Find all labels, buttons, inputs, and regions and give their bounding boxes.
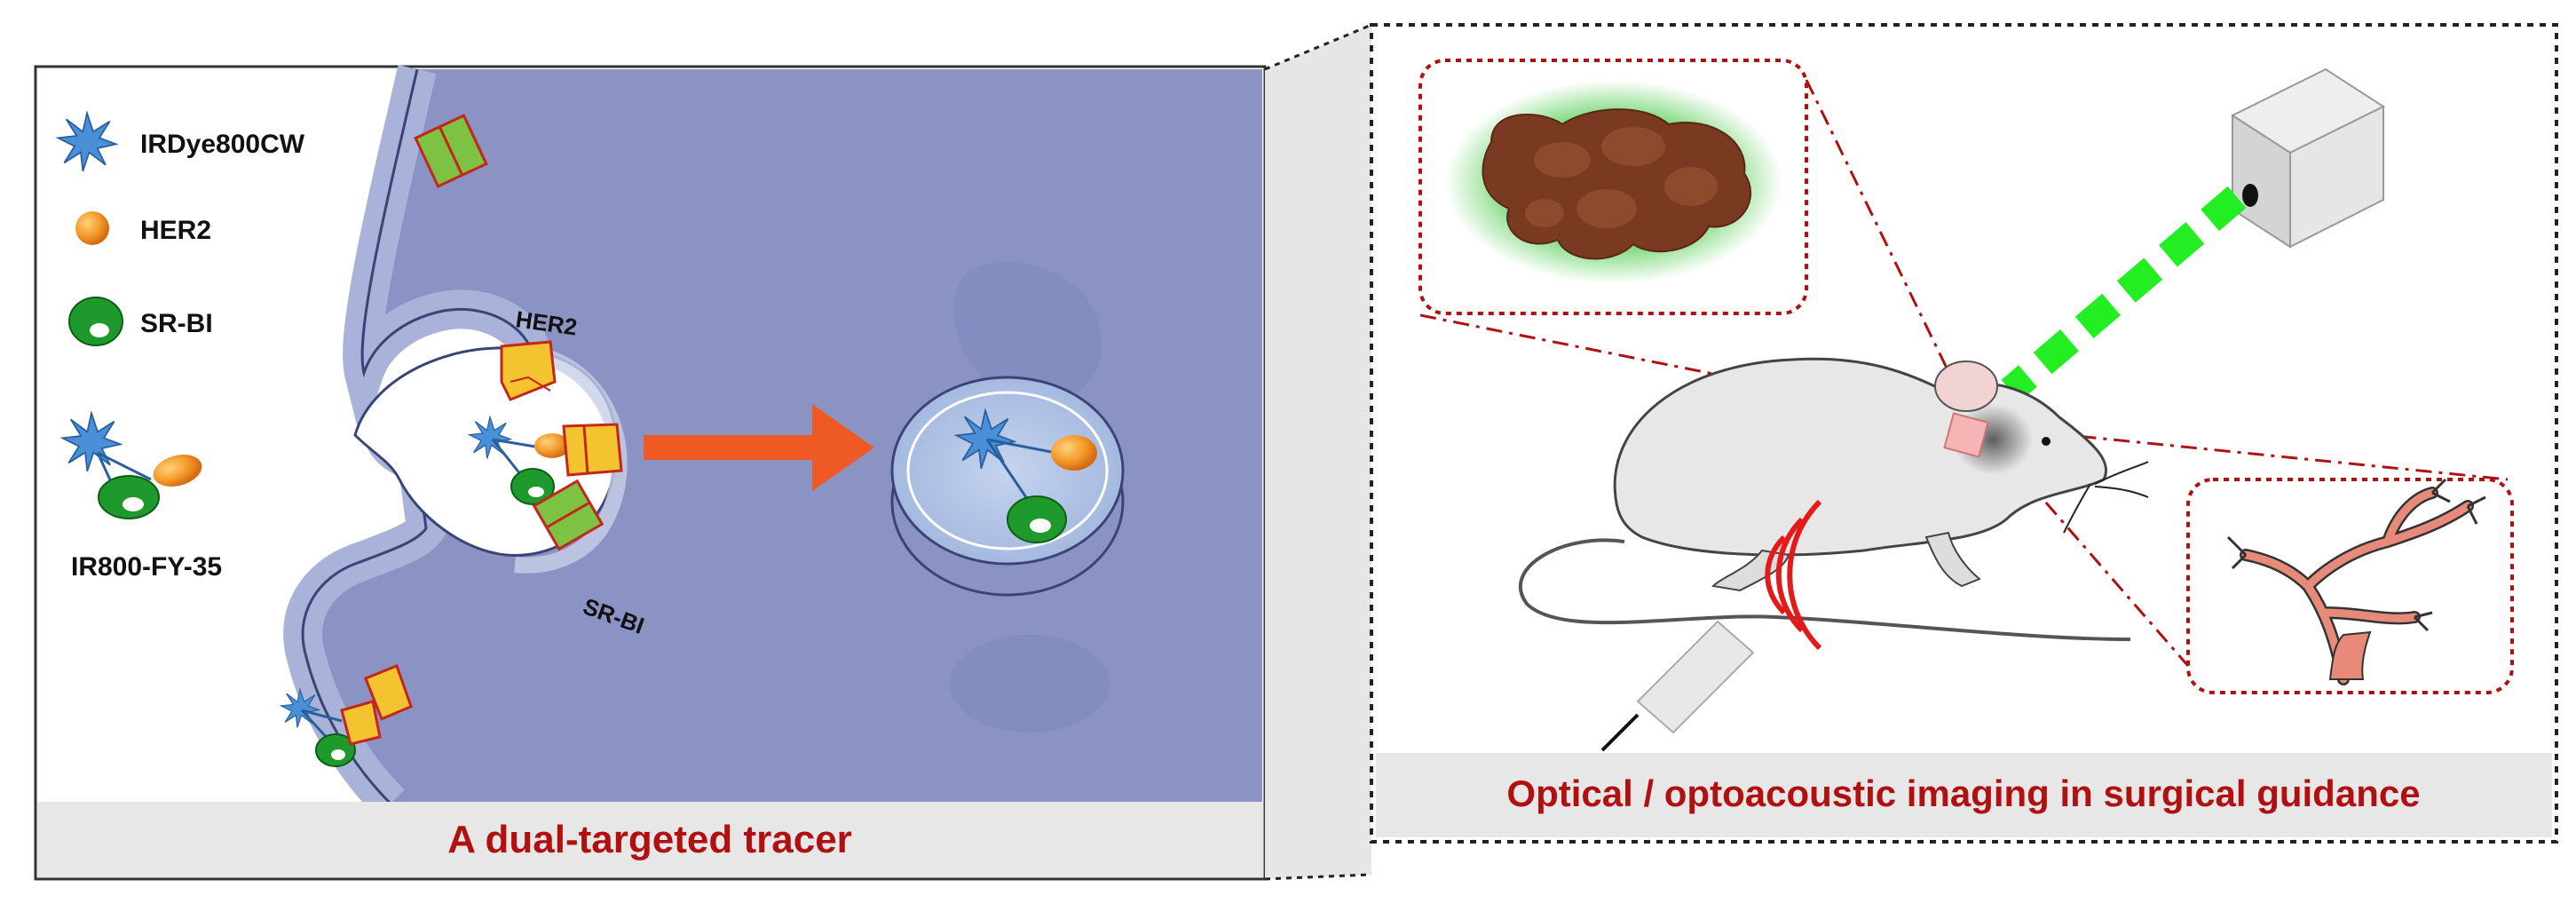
left-caption-bar [37,802,1263,877]
panel-connector [1264,23,1372,881]
left-caption: A dual-targeted tracer [447,818,852,861]
right-caption-bar [1376,753,2552,837]
vessel-inset-frame [2186,478,2514,694]
srbi-receptor-bound [532,479,604,551]
srbi-blob-icon [68,297,123,346]
left-panel: A dual-targeted tracer IRDye800CW HER2 S… [34,65,1267,881]
laser-device-icon [2230,67,2386,249]
srbi-receptor-top [414,114,488,188]
right-caption: Optical / optoacoustic imaging in surgic… [1506,772,2420,814]
her2-ball-icon [75,211,109,245]
her2-receptor-pocket [500,340,557,401]
tracer-binding-outside [280,663,414,767]
ultrasound-probe-icon [1600,620,1755,752]
her2-receptor-bound [562,423,623,477]
sound-wave-icon [1765,499,1822,651]
endosome-vesicle [890,376,1125,597]
bound-tracer [469,416,570,505]
laser-beam [2001,186,2247,402]
legend-dye-label: IRDye800CW [140,130,305,159]
zoom-lines [1419,79,2509,667]
tracer-conjugate-icon [61,412,202,519]
legend-her2-label: HER2 [140,216,211,245]
internalization-arrow [644,404,874,491]
legend-tracer-label: IR800-FY-35 [71,552,222,582]
right-panel: Optical / optoacoustic imaging in surgic… [1370,23,2558,844]
vessel-tree-icon [2226,478,2486,685]
tumor-icon [1482,108,1752,260]
legend-srbi-label: SR-BI [140,309,213,338]
tumor-site [1943,412,1989,458]
